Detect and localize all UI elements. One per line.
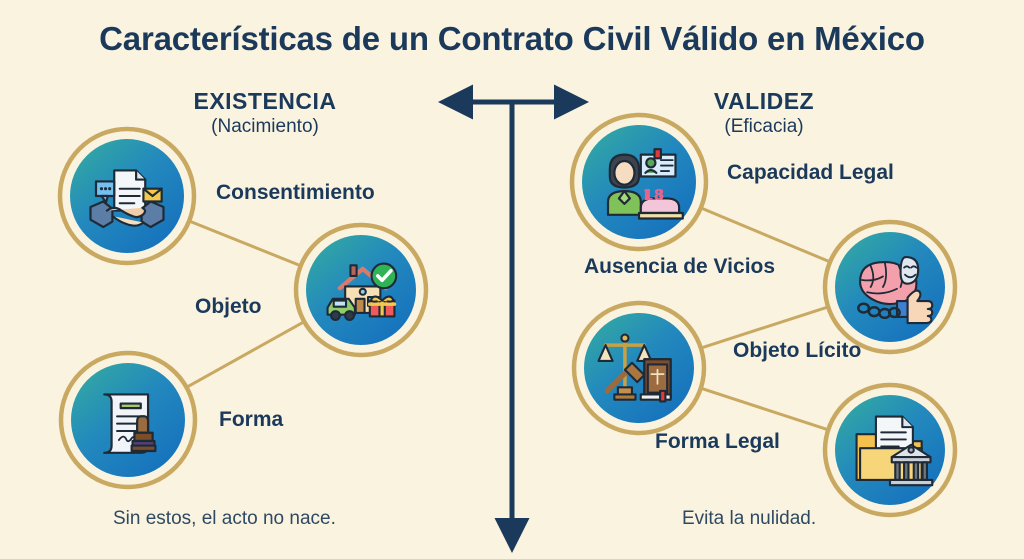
scroll-stamp-seal-icon <box>103 393 157 454</box>
connector-capacidad-legal-to-ausencia-de-vicios <box>700 206 831 264</box>
connector-consentimiento-to-objeto <box>188 219 302 268</box>
handshake-document-icon <box>89 169 165 229</box>
left-column-heading: EXISTENCIA (Nacimiento) <box>105 88 425 138</box>
node-circle-ausencia-de-vicios[interactable] <box>822 219 958 355</box>
page-title: Características de un Contrato Civil Vál… <box>99 20 925 57</box>
left-heading-sub: (Nacimiento) <box>211 116 319 137</box>
node-label-forma-legal: Forma Legal <box>655 430 780 453</box>
node-label-ausencia-de-vicios: Ausencia de Vicios <box>584 255 776 278</box>
node-circle-objeto[interactable] <box>293 222 429 358</box>
node-circle-objeto-licito[interactable] <box>571 300 707 436</box>
scales-gavel-lawbook-icon <box>597 333 672 403</box>
node-circle-forma-legal[interactable] <box>822 382 958 518</box>
node-circle-consentimiento[interactable] <box>57 126 197 266</box>
left-heading-main: EXISTENCIA <box>193 88 337 114</box>
connector-ausencia-de-vicios-to-objeto-licito <box>700 305 829 350</box>
node-circle-forma[interactable] <box>58 350 198 490</box>
right-footnote: Evita la nulidad. <box>682 508 817 529</box>
right-column-heading: VALIDEZ (Eficacia) <box>604 88 924 138</box>
node-label-objeto: Objeto <box>195 295 262 318</box>
node-label-consentimiento: Consentimiento <box>216 181 375 204</box>
node-label-objeto-licito: Objeto Lícito <box>733 339 862 362</box>
node-gold-ring <box>58 350 198 490</box>
node-label-forma: Forma <box>219 408 284 431</box>
node-gold-ring <box>822 382 958 518</box>
node-gold-ring <box>57 126 197 266</box>
folder-document-courthouse-icon <box>855 415 934 487</box>
node-label-capacidad-legal: Capacidad Legal <box>727 161 894 184</box>
right-heading-sub: (Eficacia) <box>724 116 804 137</box>
right-heading-main: VALIDEZ <box>713 88 815 114</box>
node-gold-ring <box>293 222 429 358</box>
node-gold-ring <box>571 300 707 436</box>
connector-objeto-licito-to-forma-legal <box>700 386 829 432</box>
svg-text:18: 18 <box>643 186 665 204</box>
brain-mask-chain-thumbsup-icon <box>857 256 934 325</box>
left-footnote: Sin estos, el acto no nace. <box>113 508 336 529</box>
node-gold-ring <box>569 112 709 252</box>
node-gold-ring <box>822 219 958 355</box>
house-car-gift-check-icon <box>326 262 398 321</box>
person-id-card-birthday-cake-icon: 18 <box>606 148 684 220</box>
node-circle-capacidad-legal[interactable]: 18 <box>569 112 709 252</box>
connector-objeto-to-forma <box>185 320 305 389</box>
